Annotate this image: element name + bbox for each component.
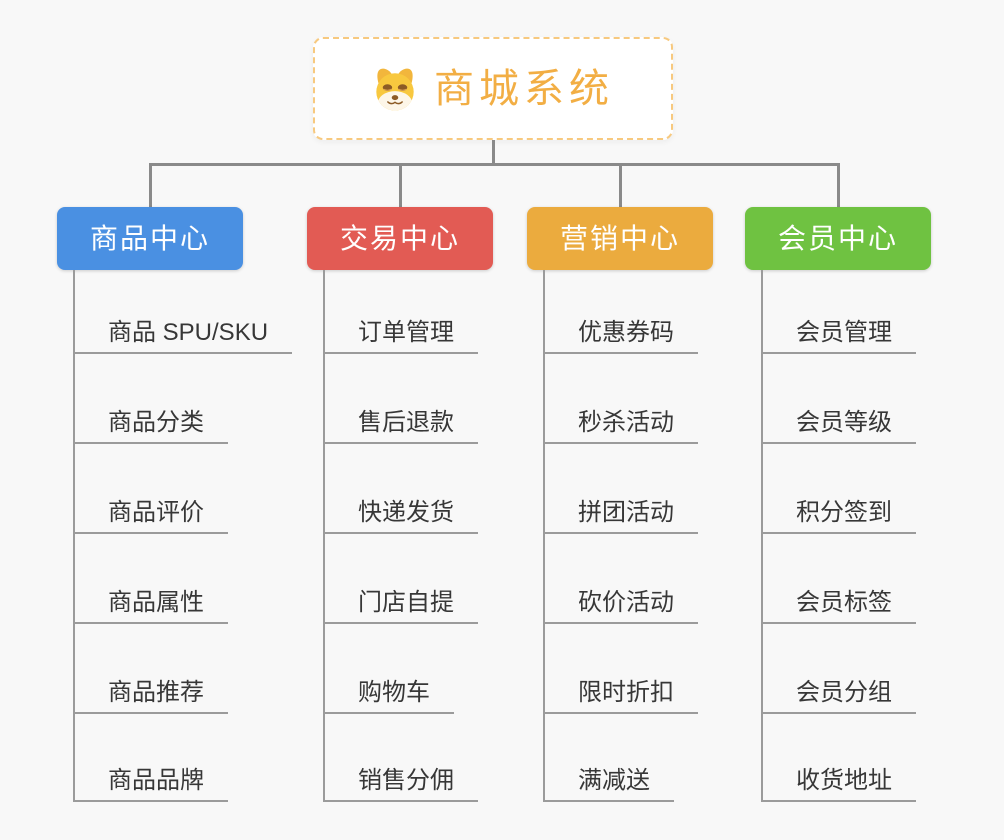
child-topic[interactable]: 门店自提 (323, 587, 478, 624)
child-topic[interactable]: 售后退款 (323, 407, 478, 444)
child-topic[interactable]: 商品分类 (73, 407, 228, 444)
child-topic[interactable]: 砍价活动 (543, 587, 698, 624)
child-topic[interactable]: 优惠券码 (543, 317, 698, 354)
root-title: 商城系统 (434, 66, 614, 111)
child-topic[interactable]: 商品推荐 (73, 677, 228, 714)
branch-node[interactable]: 营销中心 (527, 207, 713, 270)
dog-face-icon (372, 66, 418, 112)
child-topic[interactable]: 商品品牌 (73, 765, 228, 802)
branch-node[interactable]: 会员中心 (745, 207, 931, 270)
branch-node[interactable]: 商品中心 (57, 207, 243, 270)
branch-drop-line (619, 163, 622, 210)
branch-spine-line (323, 270, 325, 800)
child-topic[interactable]: 购物车 (323, 677, 454, 714)
branch-drop-line (837, 163, 840, 210)
branch-node[interactable]: 交易中心 (307, 207, 493, 270)
child-topic[interactable]: 订单管理 (323, 317, 478, 354)
branch-spine-line (73, 270, 75, 800)
child-topic[interactable]: 满减送 (543, 765, 674, 802)
child-topic[interactable]: 商品评价 (73, 497, 228, 534)
child-topic[interactable]: 会员等级 (761, 407, 916, 444)
child-topic[interactable]: 商品属性 (73, 587, 228, 624)
branch-spine-line (761, 270, 763, 800)
child-topic[interactable]: 会员管理 (761, 317, 916, 354)
branch-label: 营销中心 (559, 222, 680, 254)
branch-spine-line (543, 270, 545, 800)
child-topic[interactable]: 商品 SPU/SKU (73, 317, 293, 354)
branch-bus-line (149, 163, 840, 166)
root-stem-line (492, 140, 495, 166)
child-topic[interactable]: 会员标签 (761, 587, 916, 624)
child-topic[interactable]: 快递发货 (323, 497, 478, 534)
child-topic[interactable]: 秒杀活动 (543, 407, 698, 444)
branch-label: 商品中心 (89, 222, 210, 254)
branch-label: 交易中心 (339, 222, 460, 254)
child-topic[interactable]: 收货地址 (761, 765, 916, 802)
root-node[interactable]: 商城系统 (313, 37, 673, 140)
branch-label: 会员中心 (777, 222, 898, 254)
child-topic[interactable]: 限时折扣 (543, 677, 698, 714)
child-topic[interactable]: 拼团活动 (543, 497, 698, 534)
branch-drop-line (149, 163, 152, 210)
child-topic[interactable]: 积分签到 (761, 497, 916, 534)
branch-drop-line (399, 163, 402, 210)
child-topic[interactable]: 会员分组 (761, 677, 916, 714)
child-topic[interactable]: 销售分佣 (323, 765, 478, 802)
